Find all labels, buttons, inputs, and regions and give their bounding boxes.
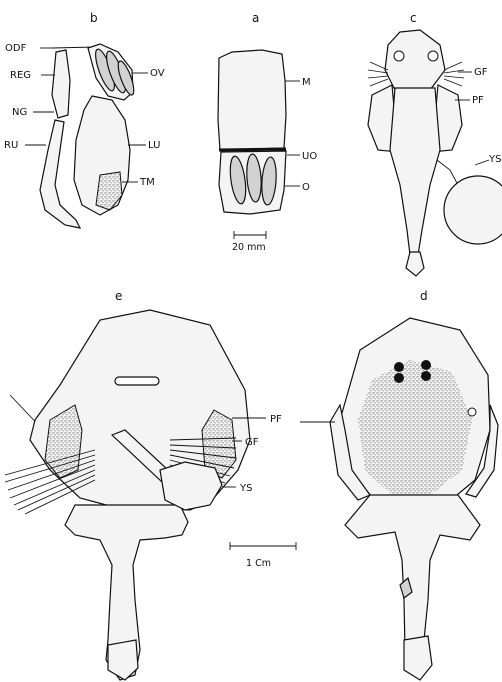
scale-label-a: 20 mm	[232, 242, 266, 253]
eye-d-left-lower	[394, 373, 404, 383]
panel-e-letter: e	[115, 289, 122, 303]
panel-c-letter: c	[410, 11, 417, 25]
label-gf-c: GF	[474, 67, 488, 78]
panel-a: a M UO O 20 mm	[218, 11, 317, 253]
embryo-c-eye-right	[428, 51, 438, 61]
label-odf: ODF	[5, 43, 27, 54]
embryo-c-body	[390, 88, 440, 255]
embryo-c-tail	[406, 252, 424, 276]
label-uo: UO	[302, 151, 317, 162]
reg-structure	[52, 50, 70, 118]
panel-d: d	[300, 289, 498, 680]
yolk-sac-c	[444, 176, 502, 244]
label-ys-e: YS	[239, 483, 252, 494]
label-lu: LU	[148, 140, 160, 151]
band-uo	[219, 149, 286, 150]
panel-c: c GF PF YS	[368, 11, 502, 276]
label-ys-c: YS	[488, 154, 501, 165]
panel-a-letter: a	[252, 11, 259, 25]
label-o: O	[302, 182, 310, 193]
eye-d-right-upper	[421, 360, 431, 370]
label-pf-c: PF	[472, 95, 484, 106]
panel-b-letter: b	[90, 11, 98, 25]
disc-d-dark	[358, 360, 472, 495]
tail-tip-d	[404, 636, 432, 680]
pore-d	[468, 408, 476, 416]
label-reg: REG	[10, 70, 31, 81]
eye-d-right-lower	[421, 371, 431, 381]
label-tm: TM	[139, 177, 155, 188]
panel-e: e PF GF YS	[5, 289, 296, 680]
eye-d-left-upper	[394, 362, 404, 372]
egg-mass-m	[218, 50, 286, 150]
embryo-c-eye-left	[394, 51, 404, 61]
label-ru: RU	[4, 140, 18, 151]
label-m: M	[302, 77, 311, 88]
leader-ys-c	[475, 160, 489, 165]
yolk-stalk-c	[437, 160, 458, 185]
panel-b: b ODF REG NG RU OV LU TM	[4, 11, 165, 228]
label-ov: OV	[150, 68, 165, 79]
label-pf-e: PF	[270, 414, 282, 425]
body-base-d	[345, 495, 480, 660]
panel-d-letter: d	[420, 289, 428, 303]
label-gf-e: GF	[245, 437, 259, 448]
yolk-sac-e	[160, 462, 222, 510]
spiracle-e	[115, 377, 159, 385]
scale-label-e: 1 Cm	[246, 558, 271, 569]
label-ng: NG	[12, 107, 27, 118]
